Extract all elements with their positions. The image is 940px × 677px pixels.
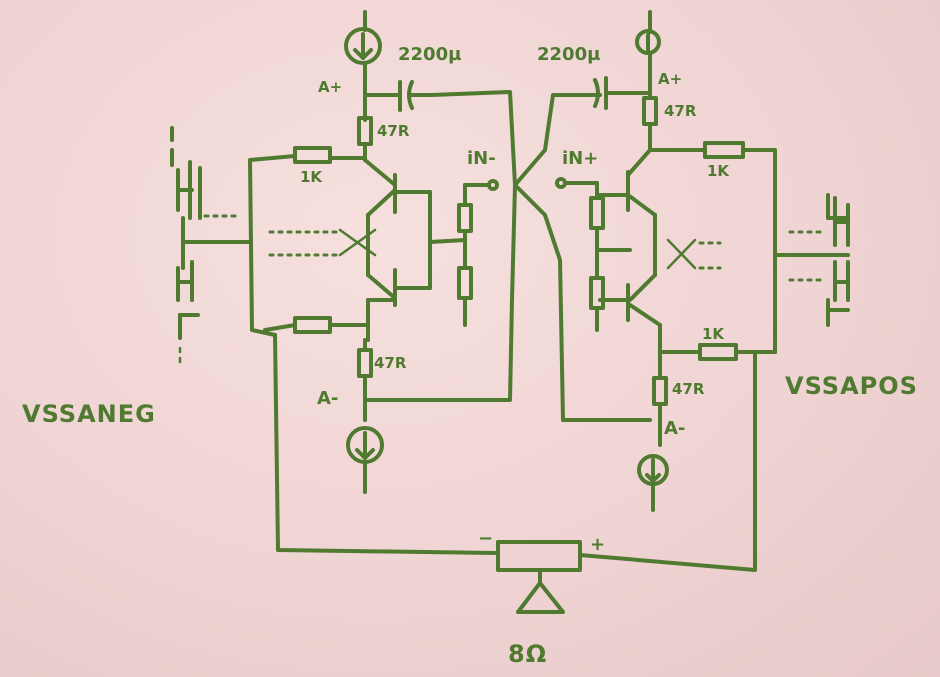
cap-left-label: 2200µ: [398, 44, 462, 65]
a-minus-left-label: A-: [317, 388, 339, 409]
left-feedback-resistors: [428, 179, 499, 327]
in-minus-label: iN-: [467, 148, 496, 169]
right-cap: [593, 76, 652, 110]
left-resistor-1k-bottom: [263, 316, 370, 334]
speaker-minus-label: −: [478, 528, 494, 549]
right-mosfet-array: [773, 193, 850, 327]
r47-left-top-label: 47R: [377, 122, 410, 140]
left-output-stage: [268, 158, 432, 342]
a-plus-right-label: A+: [658, 70, 683, 88]
vss-neg-label: VSSANEG: [22, 400, 156, 428]
right-feedback-resistors: [555, 177, 632, 332]
left-resistor-47r-top: [357, 116, 373, 162]
right-current-source-bottom: [637, 454, 669, 512]
speaker-value-label: 8Ω: [508, 640, 548, 668]
in-plus-label: iN+: [562, 148, 599, 169]
vss-pos-label: VSSAPOS: [785, 372, 918, 400]
left-cap-wire: [363, 80, 517, 187]
r47-left-bottom-label: 47R: [374, 354, 407, 372]
speaker-plus-label: +: [590, 534, 606, 555]
left-current-source-bottom: [346, 426, 384, 494]
right-resistor-47r-bottom: [652, 350, 668, 447]
a-plus-left-label: A+: [318, 78, 343, 96]
left-resistor-47r-bottom: [357, 183, 517, 422]
left-mosfet-array: [170, 126, 252, 364]
left-resistor-1k-top: [248, 146, 367, 337]
speaker-load: [273, 333, 777, 614]
r47-right-bottom-label: 47R: [672, 380, 705, 398]
right-current-source-top: [635, 10, 661, 100]
left-current-source-top: [344, 10, 382, 122]
crossing-wires: [513, 93, 652, 422]
cap-right-label: 2200µ: [537, 44, 601, 65]
right-resistor-47r-top: [642, 96, 658, 152]
r1k-right-top-label: 1K: [707, 162, 730, 180]
r47-right-top-label: 47R: [664, 102, 697, 120]
r1k-right-bottom-label: 1K: [702, 325, 725, 343]
right-resistor-1k-top: [648, 141, 777, 354]
right-output-stage: [598, 148, 722, 352]
a-minus-right-label: A-: [664, 418, 686, 439]
r1k-left-top-label: 1K: [300, 168, 323, 186]
